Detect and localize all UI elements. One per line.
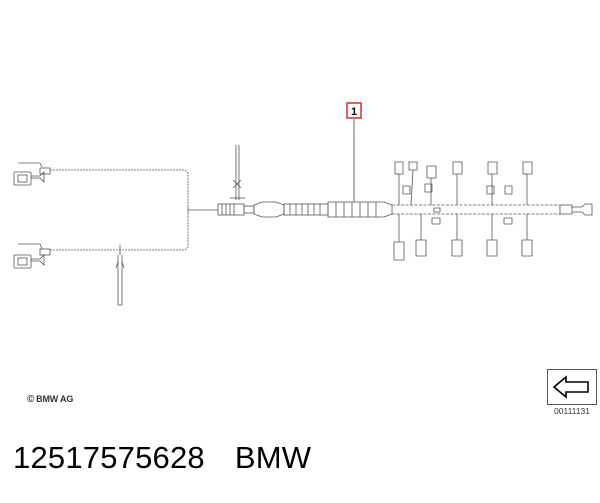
left-connector-upper (13, 162, 51, 186)
drop-wire-upper (230, 145, 245, 200)
diagram-id: 00111131 (554, 406, 590, 416)
copyright-symbol: © (27, 394, 35, 405)
copyright: ©BMW AG (27, 394, 73, 405)
copyright-text: BMW AG (36, 394, 74, 404)
wire-upper (50, 169, 189, 207)
arrow-left-icon (552, 375, 589, 399)
part-number: 12517575628 (13, 440, 205, 475)
parts-diagram: 1 (13, 102, 593, 306)
callout-1[interactable]: 1 (346, 102, 362, 119)
back-arrow-button[interactable] (547, 369, 597, 405)
main-trunk (217, 201, 593, 218)
part-info: 12517575628 BMW (13, 440, 311, 476)
callout-1-label: 1 (351, 106, 357, 118)
part-brand: BMW (234, 440, 312, 475)
wire-lower (50, 213, 189, 251)
injector-connectors-bottom (393, 207, 533, 261)
drop-wire-lower (115, 245, 125, 306)
injector-connectors-top (394, 161, 533, 206)
left-connector-lower (13, 243, 51, 269)
